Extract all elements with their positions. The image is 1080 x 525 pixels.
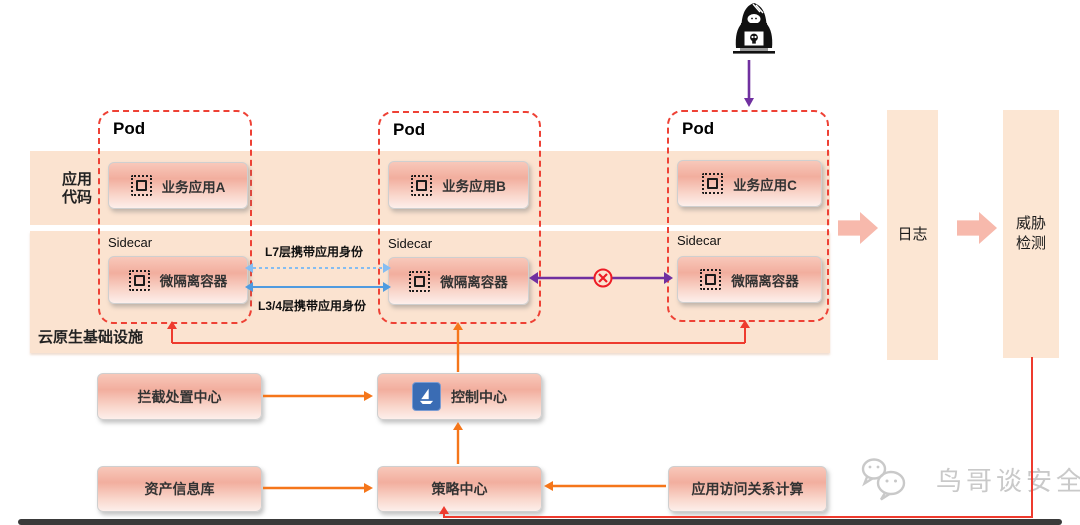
container-icon [130,175,152,196]
flow-arrow-to-logs [838,212,878,244]
threat-detection-box: 威胁检测 [1003,110,1059,358]
microseg-a-box: 微隔离容器 [108,256,248,304]
control-center-label: 控制中心 [451,388,507,405]
container-icon [409,270,431,292]
logs-label: 日志 [897,225,928,243]
bottom-divider-bar [18,519,1062,525]
pod-b-title: Pod [393,120,426,139]
pod-a-title: Pod [113,119,146,138]
app-b-box: 业务应用B [388,161,529,209]
watermark-text: 鸟哥谈安全 [936,466,1080,496]
logs-box: 日志 [887,110,938,360]
intercept-center-label: 拦截处置中心 [137,388,222,405]
access-calc-box: 应用访问关系计算 [668,466,827,512]
hacker-icon [728,1,780,64]
microseg-c-label: 微隔离容器 [731,273,799,289]
app-c-label: 业务应用C [733,177,797,193]
app-a-label: 业务应用A [161,179,226,195]
asset-db-box: 资产信息库 [97,466,262,512]
container-icon [128,269,150,291]
app-c-box: 业务应用C [677,160,822,207]
sidecar-c-label: Sidecar [677,233,722,248]
container-icon [702,173,724,194]
policy-to-control-arrow [453,422,463,464]
microseg-c-box: 微隔离容器 [677,256,822,303]
app-code-label: 应用代码 [61,171,92,206]
microseg-a-label: 微隔离容器 [159,274,228,289]
flow-arrow-to-threat [957,212,997,244]
sidecar-b-label: Sidecar [388,236,433,251]
wechat-icon [860,457,910,508]
container-icon [411,174,433,196]
infra-label: 云原生基础设施 [38,329,144,346]
app-b-label: 业务应用B [442,179,506,194]
intercept-to-control-arrow [263,391,373,401]
asset-to-policy-arrow [263,483,373,493]
policy-center-box: 策略中心 [377,466,542,512]
pod-c-title: Pod [682,119,715,138]
access-calc-label: 应用访问关系计算 [691,481,804,497]
app-a-box: 业务应用A [108,162,248,209]
microseg-b-label: 微隔离容器 [440,275,508,290]
microseg-b-box: 微隔离容器 [388,257,529,305]
container-icon [700,269,722,290]
control-center-box: 控制中心 [377,373,542,420]
l34-identity-label: L3/4层携带应用身份 [258,299,367,313]
attack-arrow [744,60,754,107]
sailboat-icon [412,382,441,411]
access-to-policy-arrow [544,481,666,491]
policy-center-label: 策略中心 [431,481,488,497]
threat-detection-label: 威胁检测 [1015,214,1046,252]
intercept-center-box: 拦截处置中心 [97,373,262,420]
sidecar-a-label: Sidecar [108,235,153,250]
l7-identity-label: L7层携带应用身份 [265,245,364,259]
asset-db-label: 资产信息库 [144,481,215,497]
